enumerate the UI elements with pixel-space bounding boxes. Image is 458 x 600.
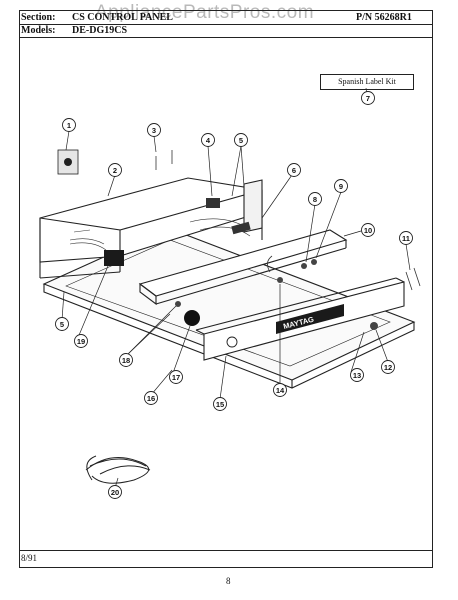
callout-19: 19 [77,337,85,346]
callout-10: 10 [364,226,372,235]
callout-15: 15 [216,400,224,409]
part-14 [277,277,283,283]
callout-14: 14 [276,386,285,395]
callout-13: 13 [353,371,361,380]
models-value: DE-DG19CS [72,25,128,36]
footer-date: 8/91 [21,553,38,563]
part-12 [370,322,378,330]
screws-11 [405,267,421,291]
footer-divider [19,550,433,551]
spanish-label-kit-box: Spanish Label Kit [320,74,414,90]
callout-16: 16 [147,394,155,403]
callout-6: 6 [292,166,296,175]
maytag-plate [276,304,344,334]
callout-3: 3 [152,126,156,135]
selector-switch [104,250,124,266]
callout-5: 5 [239,136,243,145]
part-9 [311,259,317,265]
callout-2: 2 [113,166,117,175]
callout-5b: 5 [60,320,64,329]
callout-1: 1 [67,121,71,130]
diagram-frame [19,10,433,568]
models-divider [19,37,433,38]
wire-harness [85,455,151,484]
callout-11: 11 [402,234,410,243]
watermark: AppliancePartsPros.com [95,2,315,23]
page-number: 8 [226,576,231,586]
models-label: Models: [21,25,56,36]
knob-17 [184,310,200,326]
header-divider [19,24,433,25]
section-value: CS CONTROL PANEL [72,12,173,23]
callout-8: 8 [313,195,317,204]
knob-1-hub [64,158,72,166]
callout-4: 4 [206,136,211,145]
panel-knob-hole [226,336,238,348]
part-number: P/N 56268R1 [356,12,412,23]
callout-7: 7 [366,94,370,103]
callout-17: 17 [172,373,180,382]
switch-component [206,198,220,208]
callout-20: 20 [111,488,119,497]
screws-3 [155,150,173,170]
callout-9: 9 [339,182,343,191]
rear-console-panel [138,229,348,306]
callout-circles [55,91,413,499]
part-18 [175,301,181,307]
bracket-6 [231,221,251,235]
callout-numbers: 1 2 3 4 5 6 7 8 9 10 11 12 13 14 15 16 1… [60,94,410,497]
part-8 [301,263,307,269]
callout-18: 18 [122,356,130,365]
callout-12: 12 [384,363,392,372]
section-label: Section: [21,12,56,23]
